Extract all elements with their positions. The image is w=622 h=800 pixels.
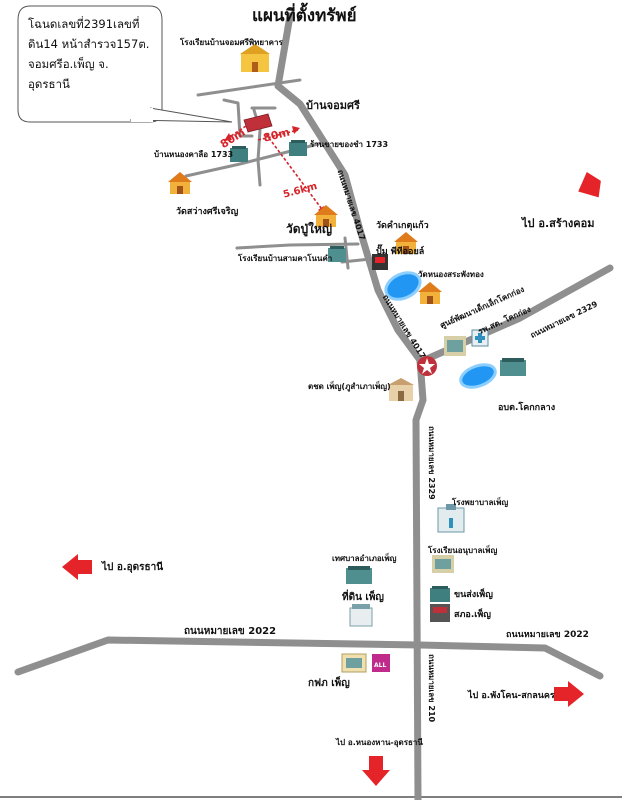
hospital-building-icon (437, 504, 465, 533)
deed-line-3: จอมศรีอ.เพ็ญ จ. (28, 57, 109, 71)
deed-line-1: โฉนดเลขที่2391เลขที่ (28, 17, 140, 31)
label-district-office: สภอ.เพ็ญ (454, 610, 491, 620)
building-icon (328, 246, 346, 262)
label-road-2022-a: ถนนหมายเลข 2022 (184, 626, 277, 637)
building-icon (430, 586, 450, 602)
arrow-to-bottom (362, 756, 390, 786)
building-icon (444, 336, 466, 356)
building-icon (430, 604, 450, 622)
direction-arrows (62, 172, 601, 786)
building-icon (388, 378, 414, 401)
label-to-udon: ไป อ.อุดรธานี (102, 562, 164, 573)
label-to-bottom: ไป อ.หนองหาน-อุดรธานี (336, 738, 423, 747)
ponds (384, 271, 497, 389)
arrow-to-phon (554, 681, 584, 707)
temple-icon (394, 232, 418, 254)
building-icons (230, 44, 526, 673)
deed-note: โฉนดเลขที่2391เลขที่ ดิน14 หน้าสำรวจ157ต… (28, 14, 158, 94)
seven-eleven-icon (372, 654, 390, 672)
pond-wat-nong (384, 271, 422, 301)
temple-icon (314, 205, 338, 227)
pea-building-icon (341, 653, 367, 673)
road-side-1 (196, 78, 302, 97)
arrow-to-sawang (578, 172, 601, 198)
label-school-phen: โรงเรียนอนุบาลเพ็ญ (428, 546, 498, 555)
road-2329-south (412, 396, 427, 800)
road-side-8 (343, 236, 350, 270)
label-shop-1733: ร้านขายของชำ 1733 (310, 140, 389, 149)
gas-station-icon (372, 254, 388, 270)
land-office-icon (349, 604, 373, 627)
police-icon (417, 356, 437, 376)
label-wat-pu-yai: วัดปู่ใหญ่ (286, 222, 333, 236)
label-seven: ALL (374, 662, 387, 669)
label-ban-nong: บ้านหนองคาลือ 1733 (154, 150, 234, 159)
school-icon (240, 44, 270, 72)
hospital-icon (471, 329, 489, 347)
property-marker (243, 113, 273, 133)
deed-line-4: อุดรธานี (28, 77, 70, 91)
label-hospital: โรงพยาบาลเพ็ญ (452, 498, 509, 507)
label-bus: ขนส่งเพ็ญ (454, 590, 493, 600)
label-police: ตชด เพ็ญ(ภูสำเภาเพ็ญ) (308, 382, 391, 391)
label-obt: อบต.โคกกลาง (498, 403, 556, 413)
label-road-2329-b: ถนนหมายเลข 2329 (427, 426, 436, 500)
deed-line-2: ดิน14 หน้าสำรวจ157ต. (28, 37, 150, 51)
temple-icons (168, 172, 442, 304)
building-icon (500, 358, 526, 376)
label-school-top: โรงเรียนบ้านจอมศรีพิทยาคาร (180, 38, 283, 47)
road-side-2 (222, 98, 254, 138)
label-wat-sawang: วัดสว่างศรีเจริญ (176, 207, 239, 217)
label-road-2022-b: ถนนหมายเลข 2022 (506, 630, 589, 640)
pond-obt (459, 363, 497, 389)
label-school-mid: โรงเรียนบ้านสามคาโนนคำ (238, 254, 333, 263)
label-wat-nong: วัดหนองสระพังทอง (418, 270, 484, 279)
road-2022 (14, 636, 604, 680)
building-icon (230, 146, 248, 162)
road-side-6 (235, 242, 360, 250)
label-pea: กฟภ เพ็ญ (308, 678, 350, 689)
temple-icon (418, 282, 442, 304)
label-ban-jomsri: บ้านจอมศรี (306, 99, 360, 112)
school-building-icon (432, 555, 454, 573)
deed-bubble (17, 5, 233, 123)
road-4017 (274, 12, 427, 404)
road-side-3 (184, 141, 324, 178)
label-to-phon: ไป อ.พังโคน-สกลนคร (468, 691, 555, 701)
label-land-office: ที่ดิน เพ็ญ (342, 592, 384, 603)
label-to-sawang: ไป อ.สร้างคอม (522, 217, 595, 230)
label-road-210: ถนนหมายเลข 210 (427, 654, 436, 723)
building-icon (289, 140, 307, 156)
map-title: แผนที่ตั้งทรัพย์ (252, 6, 357, 26)
arrow-to-udon (62, 554, 92, 580)
temple-icon (168, 172, 192, 194)
label-pump: ปั๊ม พีทีออยล์ (376, 247, 425, 257)
label-municipality: เทศบาลอำเภอเพ็ญ (332, 554, 397, 563)
building-icon (346, 566, 372, 584)
distance-arrows (227, 125, 325, 213)
label-wat-kham: วัดคำเกตุแก้ว (376, 221, 429, 231)
